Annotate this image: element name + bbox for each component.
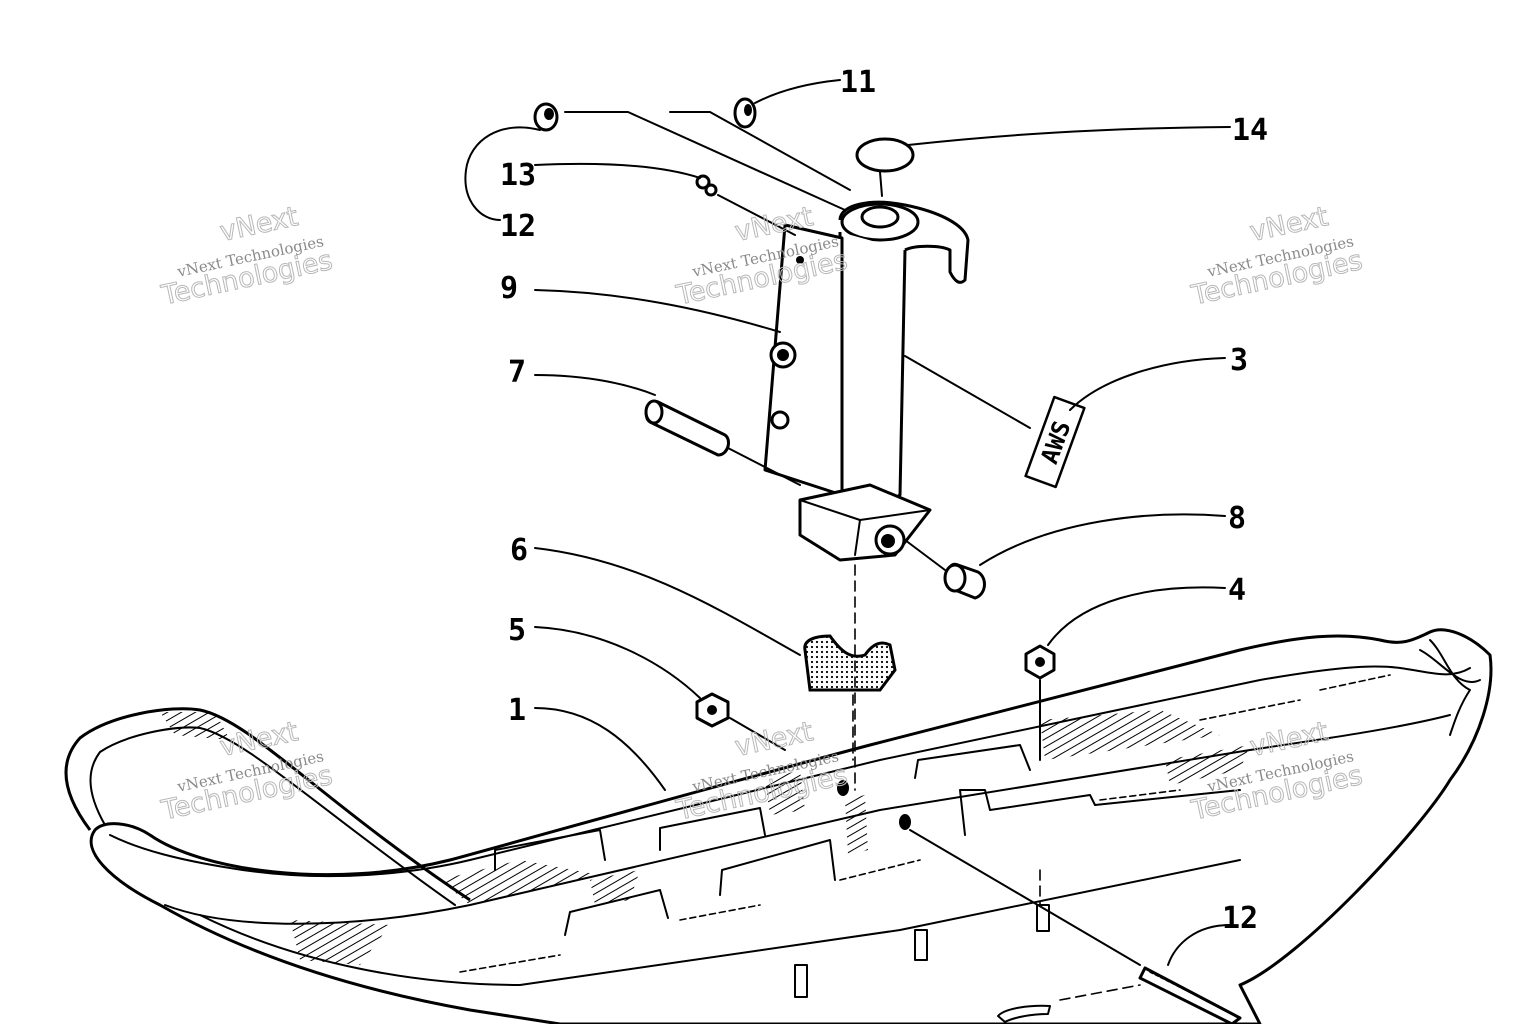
bolt [1138,966,1242,1024]
spindle-cap [855,137,915,173]
callout-6: 5 [508,613,526,648]
pin [644,399,730,457]
ski-studs [794,904,1050,998]
callout-5: 12 [1222,901,1258,936]
lock-nut-right [1024,644,1056,680]
aws-decal: AWS [1024,395,1086,489]
ski-loop-handle [64,707,471,906]
callout-12-left: 12 [500,209,536,244]
callout-12-top: 11 [840,65,876,100]
spindle-assembly [763,200,970,562]
watermark-top-left: vNext vNext Technologies Technologies [158,201,336,312]
callout-labels: 11 14 13 12 9 3 7 8 6 4 5 1 12 [500,65,1268,936]
callout-4: 4 [1228,573,1246,608]
rubber-block [803,634,897,692]
callout-13: 13 [500,158,536,193]
bushing-side [943,562,986,600]
callout-11: 9 [500,271,518,306]
callout-9: 8 [1228,501,1246,536]
callout-3: 3 [1230,343,1248,378]
leader-lines [464,79,1231,1001]
watermark-top-right: vNext vNext Technologies Technologies [1188,201,1366,312]
callout-14: 14 [1232,113,1268,148]
watermark-bottom-left: vNext vNext Technologies Technologies [158,716,336,827]
decal-text: AWS [1035,417,1076,467]
callout-8: 7 [508,355,526,390]
callout-7: 6 [510,533,528,568]
bushing-top-right [733,97,757,129]
lock-nut-left [695,692,730,728]
ski-body [89,628,1493,1024]
callout-1: 1 [508,693,526,728]
bushing-top-left [533,102,559,132]
bottom-pin [997,1004,1051,1023]
